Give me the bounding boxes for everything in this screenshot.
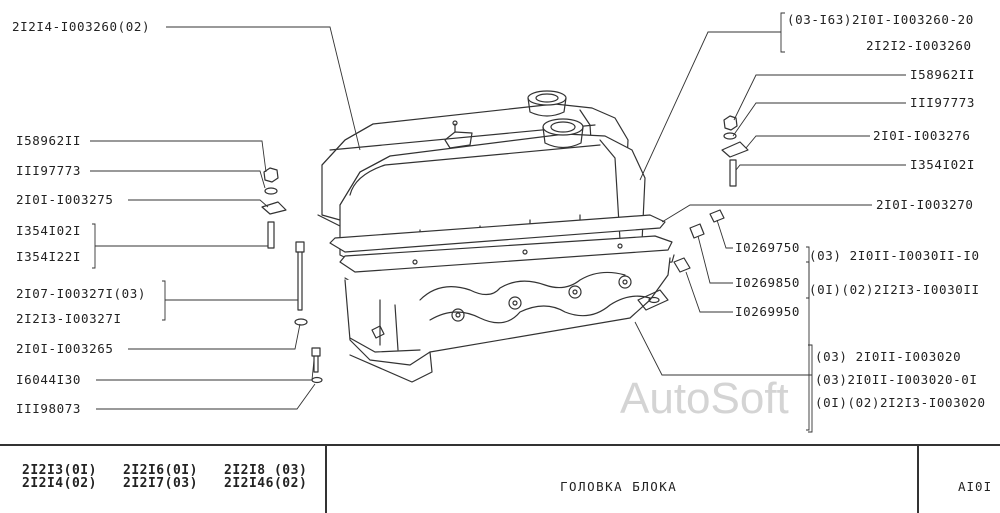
part-label-washer-bolt: 2I0I-I003265	[16, 341, 114, 356]
part-label-ref-2: (0I)(02)2I2I3-I0030II	[809, 282, 980, 297]
model-code: 2I2I4(02)	[22, 476, 97, 491]
part-label-plate-right: 2I0I-I003276	[873, 128, 971, 143]
part-label-valve-cover-b: 2I2I2-I003260	[866, 38, 972, 53]
page-title: ГОЛОВКА БЛОКА	[560, 479, 678, 494]
model-code: 2I2I8 (03)	[224, 463, 308, 478]
model-code: 2I2I3(0I)	[22, 463, 97, 478]
title-block: 2I2I3(0I) 2I2I4(02) 2I2I6(0I) 2I2I7(03) …	[0, 444, 1000, 513]
left-hardware	[261, 167, 323, 384]
cylinder-head	[344, 257, 671, 383]
part-label-plug-3: I0269950	[735, 304, 801, 319]
right-hardware	[673, 115, 749, 273]
part-label-nut-left: I58962II	[16, 133, 82, 148]
divider	[917, 446, 919, 513]
part-label-plate-left: 2I0I-I003275	[16, 192, 114, 207]
model-code: 2I2I7(03)	[123, 476, 198, 491]
part-label-stud-right: I354I02I	[910, 157, 976, 172]
part-label-bolt-a: 2I07-I00327I(03)	[16, 286, 147, 301]
part-label-plug-2: I0269850	[735, 275, 801, 290]
part-label-head-c: (0I)(02)2I2I3-I003020	[815, 395, 986, 410]
part-label-head-b: (03)2I0II-I003020-0I	[815, 372, 978, 387]
page-number: AI0I	[958, 479, 993, 494]
watermark: AutoSoft	[620, 374, 789, 423]
part-label-plug-1: I0269750	[735, 240, 801, 255]
cylinder-head-exploded-drawing	[90, 12, 906, 433]
part-label-washer-right: III97773	[910, 95, 976, 110]
part-label-bolt-b: 2I2I3-I00327I	[16, 311, 122, 326]
divider	[325, 446, 327, 513]
model-code: 2I2I46(02)	[224, 476, 308, 491]
part-label-head-a: (03) 2I0II-I003020	[815, 349, 962, 364]
part-label-ref-1: (03) 2I0II-I0030II-I0	[809, 248, 980, 263]
part-label-valve-cover-a: (03-I63)2I0I-I003260-20	[787, 12, 974, 27]
part-label-stud-a: I354I02I	[16, 223, 82, 238]
part-label-screw: I6044I30	[16, 372, 82, 387]
part-label-gasket: 2I0I-I003270	[876, 197, 974, 212]
part-label-valve-cover-02: 2I2I4-I003260(02)	[12, 19, 151, 34]
part-label-nut-right: I58962II	[910, 67, 976, 82]
part-label-stud-b: I354I22I	[16, 249, 82, 264]
model-code: 2I2I6(0I)	[123, 463, 198, 478]
cover-gaskets	[329, 214, 675, 289]
part-label-washer-left: III97773	[16, 163, 82, 178]
leader-lines	[90, 12, 906, 433]
part-label-washer-screw: III98073	[16, 401, 82, 416]
